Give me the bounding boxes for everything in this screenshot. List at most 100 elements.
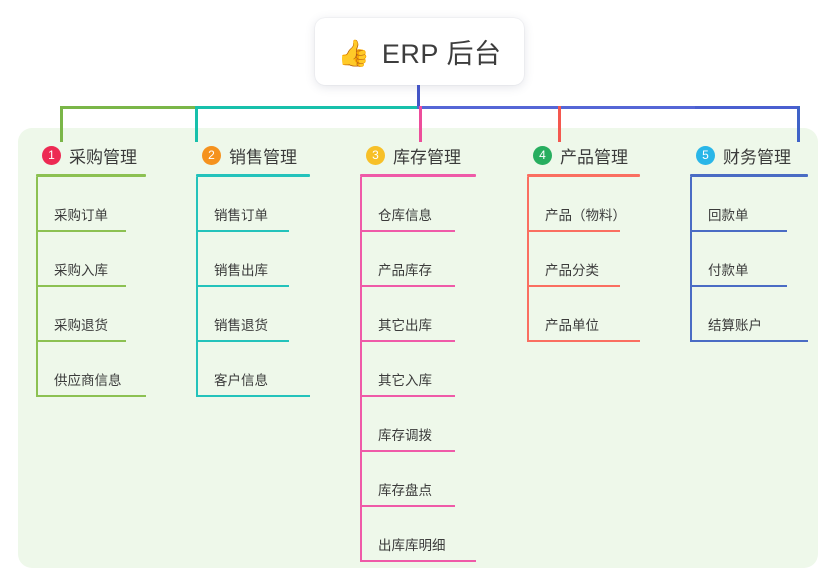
leaf-item[interactable]: 出库库明细 — [360, 507, 476, 562]
leaf-label: 其它入库 — [378, 373, 432, 388]
leaf-item[interactable]: 销售出库 — [196, 232, 310, 287]
root-node-title: ERP 后台 — [381, 39, 502, 69]
leaf-item[interactable]: 结算账户 — [690, 287, 808, 342]
thumbs-up-icon: 👍 — [337, 37, 370, 68]
drop-connector-3 — [419, 106, 422, 142]
branch-panel-background — [18, 128, 818, 568]
leaf-label: 结算账户 — [708, 318, 762, 333]
leaf-underline — [36, 340, 127, 342]
leaf-item[interactable]: 销售订单 — [196, 177, 310, 232]
leaf-item[interactable]: 采购退货 — [36, 287, 146, 342]
leaf-spine-2 — [196, 177, 198, 397]
bus-segment-teal — [195, 106, 419, 109]
leaf-item[interactable]: 供应商信息 — [36, 342, 146, 397]
branch-badge-2: 2 — [202, 145, 221, 165]
branch-header-3[interactable]: 3 库存管理 — [360, 142, 476, 168]
leaf-label: 采购订单 — [54, 208, 108, 223]
leaf-underline — [196, 230, 290, 232]
drop-connector-4 — [558, 106, 561, 142]
leaf-underline — [360, 450, 456, 452]
leaf-item[interactable]: 产品分类 — [527, 232, 640, 287]
leaf-label: 库存调拨 — [378, 428, 432, 443]
branch-title-1: 采购管理 — [69, 147, 137, 167]
leaf-underline — [36, 230, 127, 232]
leaf-item[interactable]: 库存盘点 — [360, 452, 476, 507]
leaf-underline — [360, 285, 456, 287]
leaf-label: 产品（物料） — [545, 208, 626, 223]
branch-title-4: 产品管理 — [560, 147, 628, 167]
branch-title-3: 库存管理 — [393, 147, 461, 167]
leaf-spine-3 — [360, 177, 362, 562]
branch-column-2: 2 销售管理销售订单销售出库销售退货客户信息 — [196, 142, 310, 397]
leaf-label: 客户信息 — [214, 373, 268, 388]
branch-underline-5 — [690, 174, 808, 177]
leaf-label: 供应商信息 — [54, 373, 122, 388]
leaf-item[interactable]: 产品（物料） — [527, 177, 640, 232]
drop-connector-5 — [797, 106, 800, 142]
leaf-item[interactable]: 其它入库 — [360, 342, 476, 397]
branch-title-5: 财务管理 — [723, 147, 791, 167]
leaf-spine-4 — [527, 177, 529, 342]
leaf-item[interactable]: 采购入库 — [36, 232, 146, 287]
branch-column-3: 3 库存管理仓库信息产品库存其它出库其它入库库存调拨库存盘点出库库明细 — [360, 142, 476, 562]
leaf-list-2: 销售订单销售出库销售退货客户信息 — [196, 177, 310, 397]
leaf-label: 产品分类 — [545, 263, 599, 278]
leaf-underline — [527, 340, 640, 342]
leaf-item[interactable]: 销售退货 — [196, 287, 310, 342]
leaf-underline — [196, 285, 290, 287]
leaf-label: 产品库存 — [378, 263, 432, 278]
leaf-underline — [690, 340, 808, 342]
leaf-list-5: 回款单付款单结算账户 — [690, 177, 808, 342]
leaf-item[interactable]: 付款单 — [690, 232, 808, 287]
leaf-item[interactable]: 仓库信息 — [360, 177, 476, 232]
leaf-underline — [527, 230, 620, 232]
leaf-item[interactable]: 客户信息 — [196, 342, 310, 397]
leaf-label: 采购退货 — [54, 318, 108, 333]
leaf-underline — [360, 395, 456, 397]
leaf-underline — [36, 395, 146, 397]
leaf-item[interactable]: 回款单 — [690, 177, 808, 232]
bus-segment-blue-right — [695, 106, 800, 109]
leaf-item[interactable]: 产品单位 — [527, 287, 640, 342]
branch-underline-4 — [527, 174, 640, 177]
leaf-label: 销售出库 — [214, 263, 268, 278]
branch-badge-3: 3 — [366, 145, 385, 165]
leaf-spine-1 — [36, 177, 38, 397]
branch-underline-3 — [360, 174, 476, 177]
leaf-label: 采购入库 — [54, 263, 108, 278]
leaf-item[interactable]: 其它出库 — [360, 287, 476, 342]
leaf-underline — [690, 230, 787, 232]
leaf-label: 产品单位 — [545, 318, 599, 333]
leaf-list-3: 仓库信息产品库存其它出库其它入库库存调拨库存盘点出库库明细 — [360, 177, 476, 562]
leaf-item[interactable]: 库存调拨 — [360, 397, 476, 452]
root-node-card[interactable]: 👍 ERP 后台 — [315, 18, 524, 85]
leaf-underline — [196, 395, 310, 397]
leaf-label: 销售退货 — [214, 318, 268, 333]
leaf-item[interactable]: 采购订单 — [36, 177, 146, 232]
leaf-label: 出库库明细 — [378, 538, 446, 553]
branch-underline-1 — [36, 174, 146, 177]
root-stem-connector — [417, 85, 420, 108]
leaf-list-1: 采购订单采购入库采购退货供应商信息 — [36, 177, 146, 397]
leaf-list-4: 产品（物料） 产品分类产品单位 — [527, 177, 640, 342]
leaf-underline — [360, 505, 456, 507]
leaf-label: 回款单 — [708, 208, 749, 223]
bus-segment-blue — [417, 106, 697, 109]
branch-header-2[interactable]: 2 销售管理 — [196, 142, 310, 168]
leaf-underline — [360, 560, 476, 562]
leaf-underline — [196, 340, 290, 342]
leaf-label: 仓库信息 — [378, 208, 432, 223]
leaf-underline — [360, 340, 456, 342]
leaf-label: 销售订单 — [214, 208, 268, 223]
bus-segment-green — [60, 106, 197, 109]
leaf-label: 库存盘点 — [378, 483, 432, 498]
leaf-item[interactable]: 产品库存 — [360, 232, 476, 287]
branch-title-2: 销售管理 — [229, 147, 297, 167]
leaf-underline — [527, 285, 620, 287]
